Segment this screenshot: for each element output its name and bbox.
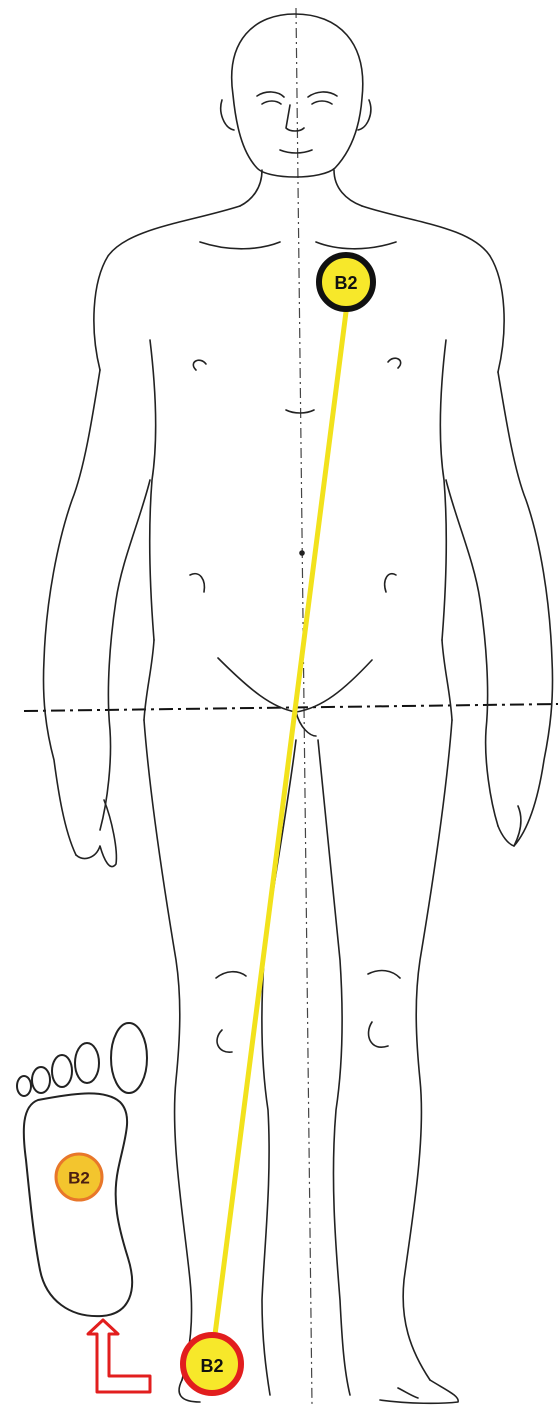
acupoint-marker-foot-sole[interactable]: B2 (56, 1154, 102, 1200)
marker-label: B2 (68, 1169, 90, 1188)
horizontal-hip-line (24, 704, 558, 711)
marker-label: B2 (334, 273, 357, 293)
acupoint-marker-chest[interactable]: B2 (319, 255, 373, 309)
meridian-connector-line (212, 312, 346, 1358)
marker-label: B2 (200, 1356, 223, 1376)
acupoint-marker-heel[interactable]: B2 (183, 1335, 241, 1393)
turn-arrow-icon (88, 1320, 150, 1392)
